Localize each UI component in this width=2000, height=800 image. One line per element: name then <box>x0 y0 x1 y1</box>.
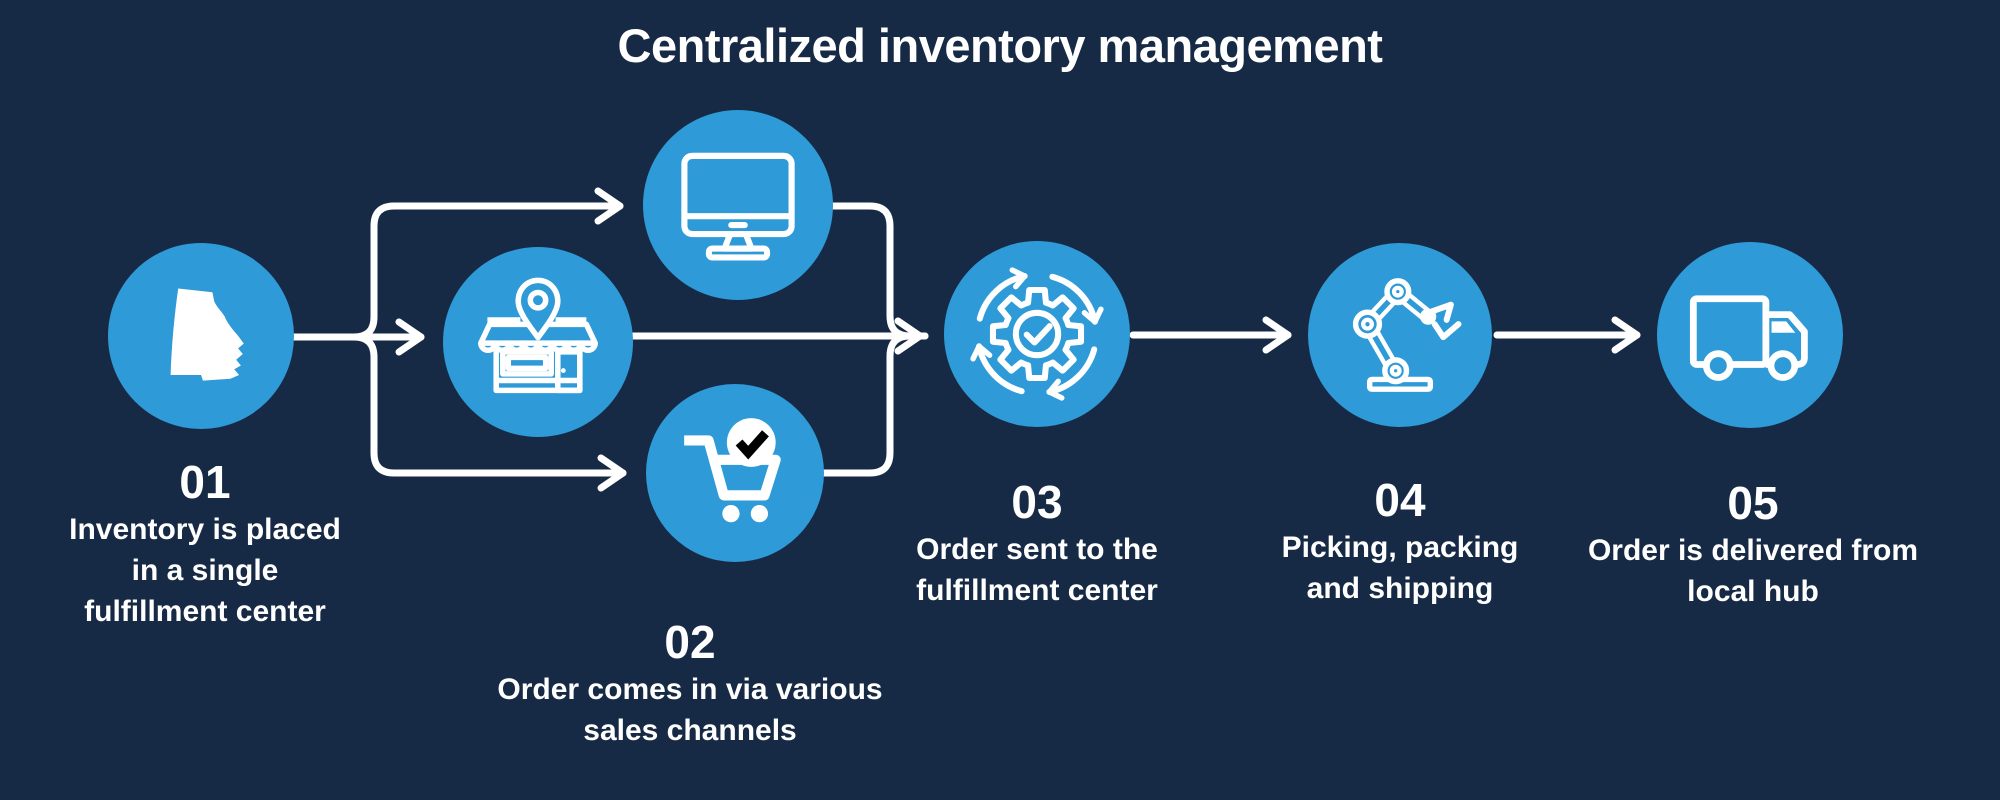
delivery-truck-icon <box>1689 295 1808 381</box>
step4-caption: Picking, packing and shipping <box>1281 531 1519 606</box>
shopping-cart-check-icon <box>684 418 781 523</box>
door-handle <box>560 368 566 374</box>
step5-label: 05 Order is delivered from local hub <box>1523 479 1983 613</box>
gear-check-mark <box>1023 323 1053 346</box>
step1-number: 01 <box>179 456 231 508</box>
gear-outline <box>989 286 1085 382</box>
storefront-location-pin-icon <box>478 277 598 394</box>
step1-bubble <box>108 243 294 429</box>
step2-label: 02 Order comes in via various sales chan… <box>425 618 955 752</box>
sync-arc <box>970 343 1025 395</box>
connector-monitor-merge <box>829 202 929 340</box>
check-mark <box>735 430 769 460</box>
step3-bubble <box>944 241 1130 427</box>
robotic-arm-icon <box>1352 278 1462 392</box>
step3-label: 03 Order sent to the fulfillment center <box>852 478 1222 612</box>
step5-bubble <box>1657 242 1843 428</box>
step2-number: 02 <box>664 616 716 668</box>
step4-number: 04 <box>1374 474 1426 526</box>
step3-number: 03 <box>1011 476 1063 528</box>
sync-arc <box>1046 346 1098 401</box>
step5-number: 05 <box>1727 477 1779 529</box>
step2-store-bubble <box>443 247 633 437</box>
page-title: Centralized inventory management <box>617 19 1383 72</box>
georgia-state-icon <box>170 288 244 381</box>
step1-caption: Inventory is placed in a single fulfillm… <box>69 513 341 628</box>
step2-caption: Order comes in via various sales channel… <box>497 673 883 748</box>
step1-label: 01 Inventory is placed in a single fulfi… <box>20 458 390 633</box>
step4-bubble <box>1308 243 1492 427</box>
sync-arc <box>1049 273 1104 325</box>
truck-window <box>1771 321 1796 333</box>
connector-step1-to-cart <box>290 333 627 492</box>
step5-caption: Order is delivered from local hub <box>1587 534 1919 609</box>
step3-caption: Order sent to the fulfillment center <box>916 533 1158 608</box>
step2-cart-bubble <box>646 384 824 562</box>
gripper-claw <box>1429 301 1462 341</box>
connector-cart-merge <box>818 332 929 477</box>
sync-arc <box>976 267 1028 322</box>
gear-sync-check-icon <box>970 267 1104 401</box>
step2-monitor-bubble <box>643 110 833 300</box>
desktop-monitor-icon <box>681 152 795 261</box>
step4-label: 04 Picking, packing and shipping <box>1225 476 1575 610</box>
